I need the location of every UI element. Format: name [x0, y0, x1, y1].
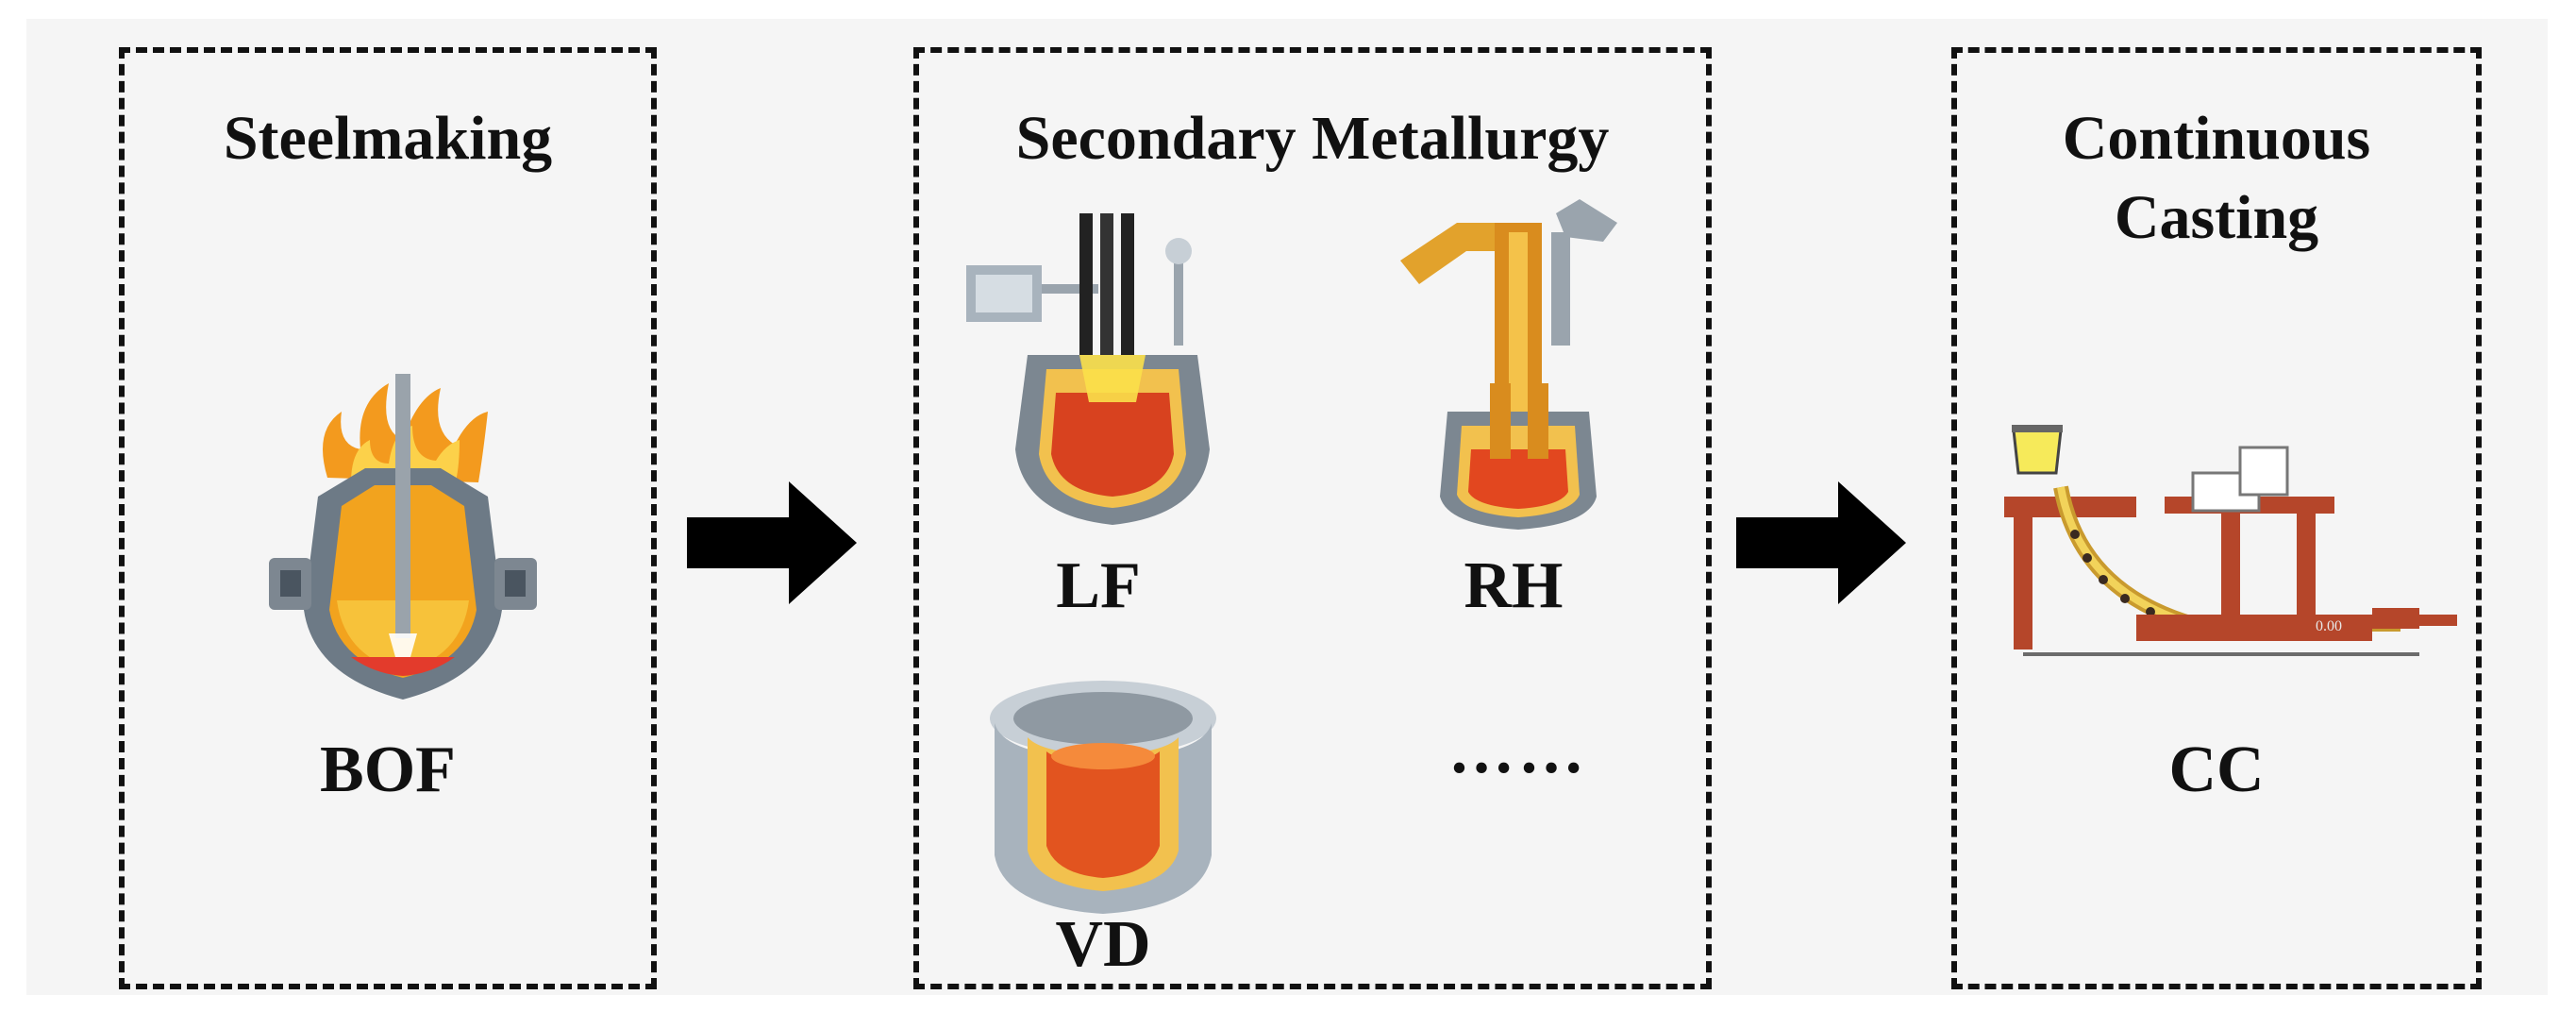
- lf-label: LF: [1056, 549, 1141, 622]
- ladle-furnace-icon: [966, 213, 1210, 525]
- vacuum-degasser-icon: [990, 681, 1216, 914]
- bof-label: BOF: [320, 734, 456, 806]
- rh-degasser-icon: [1400, 199, 1617, 530]
- continuous-caster-icon: 0.00: [2004, 425, 2457, 656]
- cc-label: CC: [2168, 734, 2265, 806]
- more-processes-ellipsis: ……: [1448, 715, 1588, 787]
- steelmaking-title: Steelmaking: [223, 104, 553, 173]
- rh-label: RH: [1464, 549, 1564, 622]
- flow-arrow-2: [1736, 481, 1906, 604]
- continuous-casting-title-line2: Casting: [2114, 183, 2319, 252]
- flow-arrow-1: [687, 481, 857, 604]
- secondary-metallurgy-stage-box: Secondary Metallurgy LF: [913, 47, 1712, 989]
- bof-converter-icon: [269, 374, 537, 700]
- continuous-casting-title-line1: Continuous: [2062, 104, 2371, 173]
- continuous-casting-stage-box: Continuous Casting: [1951, 47, 2482, 989]
- cc-ladle-text: 0.00: [2316, 618, 2342, 634]
- process-flow-diagram: Steelmaking BOF Secondary Met: [26, 19, 2548, 995]
- vd-label: VD: [1055, 908, 1151, 981]
- steelmaking-stage-box: Steelmaking BOF: [119, 47, 657, 989]
- secondary-metallurgy-title: Secondary Metallurgy: [1015, 104, 1610, 173]
